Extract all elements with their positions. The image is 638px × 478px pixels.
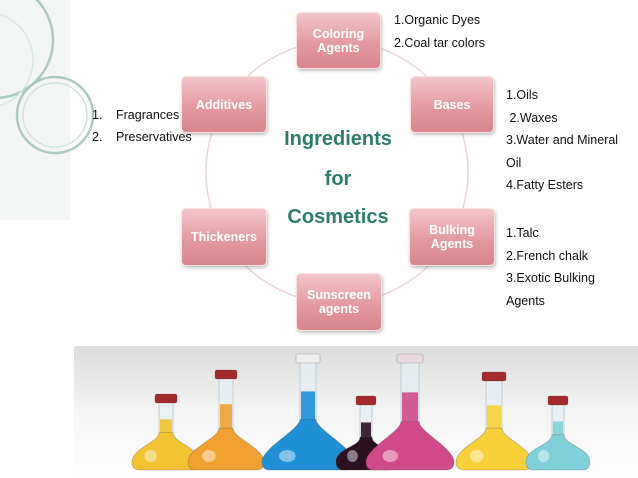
center-title-line3: Cosmetics — [287, 206, 389, 228]
list-text: Preservatives — [116, 130, 192, 144]
flask — [365, 353, 455, 471]
flasks-photo — [74, 346, 638, 478]
flask — [261, 353, 355, 471]
center-title-line2: for — [324, 168, 352, 190]
center-title-line1: Ingredients — [284, 128, 392, 150]
bulking-note: 1.Talc — [506, 226, 539, 240]
decorative-rings — [0, 0, 95, 220]
coloring-note: 2.Coal tar colors — [394, 35, 486, 50]
node-sunscreen-agents: Sunscreen agents — [296, 273, 382, 331]
flask — [455, 371, 533, 471]
coloring-notes: 1.Organic Dyes 2.Coal tar colors — [394, 9, 485, 54]
additives-note: 2. Preservatives — [92, 126, 192, 148]
bases-notes: 1.Oils 2.Waxes 3.Water and Mineral Oil 4… — [506, 84, 618, 197]
bulking-note: 3.Exotic Bulking — [506, 271, 595, 285]
list-number: 2. — [92, 130, 103, 144]
bases-note: 2.Waxes — [506, 110, 558, 125]
coloring-note: 1.Organic Dyes — [394, 13, 481, 27]
flask — [187, 369, 265, 471]
bases-note: 4.Fatty Esters — [506, 178, 584, 192]
node-bases: Bases — [410, 76, 494, 133]
flask — [525, 395, 591, 471]
list-text: Fragrances — [116, 108, 180, 122]
flask — [335, 395, 397, 471]
node-coloring-agents: Coloring Agents — [296, 12, 381, 69]
node-bulking-agents: Bulking Agents — [409, 208, 495, 266]
list-number: 1. — [92, 108, 103, 122]
bases-note: 3.Water and Mineral — [506, 133, 619, 147]
bulking-note: 2.French chalk — [506, 248, 588, 263]
bases-note: 1.Oils — [506, 88, 538, 102]
bulking-notes: 1.Talc 2.French chalk 3.Exotic Bulking A… — [506, 222, 595, 312]
node-additives: Additives — [181, 76, 267, 133]
flask — [131, 393, 201, 471]
additives-notes: 1. Fragrances 2. Preservatives — [92, 104, 192, 148]
additives-note: 1. Fragrances — [92, 104, 192, 126]
bases-note: Oil — [506, 155, 522, 170]
node-thickeners: Thickeners — [181, 208, 267, 266]
bulking-note: Agents — [506, 293, 545, 308]
